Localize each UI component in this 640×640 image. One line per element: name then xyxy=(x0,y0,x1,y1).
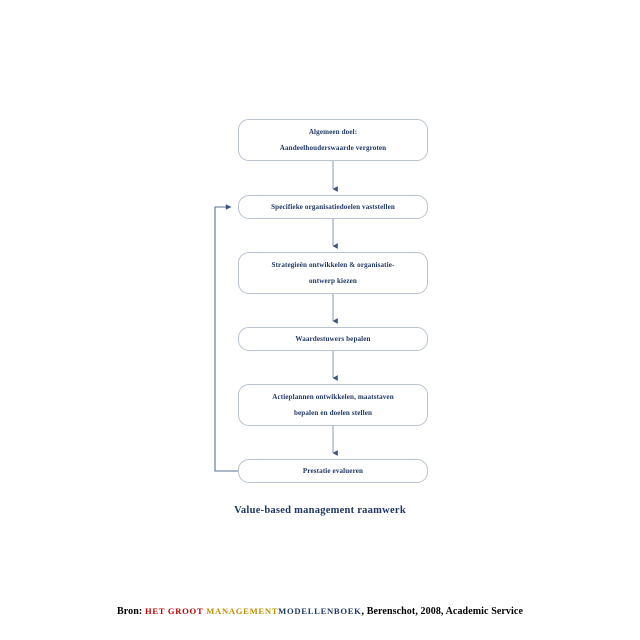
flow-node-label: bepalen en doelen stellen xyxy=(293,408,373,417)
flow-node-label: Specifieke organisatiedoelen vaststellen xyxy=(271,202,395,211)
flow-node-actieplannen-ontwikkelen[interactable]: Actieplannen ontwikkelen, maatstaven bep… xyxy=(238,384,428,426)
source-title-red: HET GROOT xyxy=(144,606,207,616)
source-attribution: Bron: HET GROOT MANAGEMENTMODELLENBOEK, … xyxy=(0,606,640,617)
flow-node-label: Strategieën ontwikkelen & organisatie- xyxy=(271,260,395,269)
flow-node-label: Prestatie evalueren xyxy=(302,466,364,475)
flow-node-label: ontwerp kiezen xyxy=(309,276,357,285)
flow-node-label: Waardestuwers bepalen xyxy=(295,334,371,343)
flow-node-label: Actieplannen ontwikkelen, maatstaven xyxy=(272,392,394,401)
source-title-gold: MANAGEMENT xyxy=(206,606,279,616)
flow-node-specifieke-organisatiedoelen[interactable]: Specifieke organisatiedoelen vaststellen xyxy=(238,195,428,219)
source-title-navy: MODELLENBOEK xyxy=(278,606,362,616)
flow-node-waardestuwers-bepalen[interactable]: Waardestuwers bepalen xyxy=(238,327,428,351)
figure-caption: Value-based management raamwerk xyxy=(234,505,406,516)
flow-node-label: Aandeelhouderswaarde vergroten xyxy=(279,143,387,152)
source-prefix: Bron: xyxy=(117,606,145,617)
flow-node-strategieen-ontwikkelen[interactable]: Strategieën ontwikkelen & organisatie- o… xyxy=(238,252,428,294)
flow-node-label: Algemeen doel: xyxy=(308,127,358,136)
flow-node-prestatie-evalueren[interactable]: Prestatie evalueren xyxy=(238,459,428,483)
flow-node-algemeen-doel[interactable]: Algemeen doel: Aandeelhouderswaarde verg… xyxy=(238,119,428,161)
source-tail: , Berenschot, 2008, Academic Service xyxy=(361,606,523,617)
feedback-loop-connector xyxy=(214,204,238,472)
